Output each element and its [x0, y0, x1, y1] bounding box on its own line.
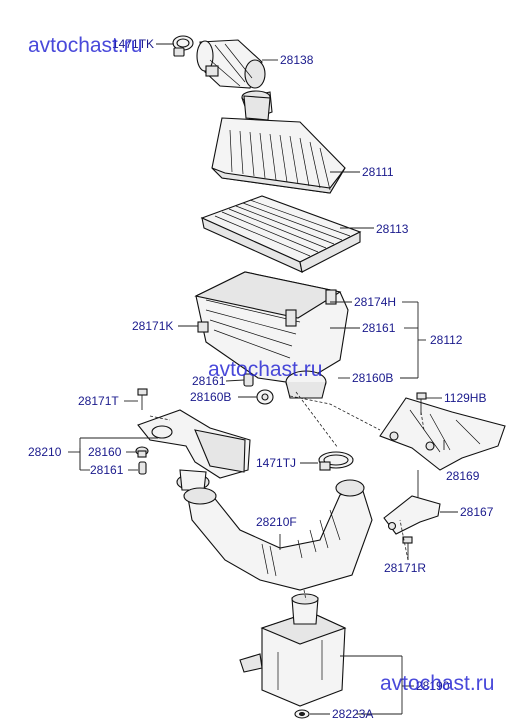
- air-duct-hose-28210f-drawing: [183, 479, 373, 591]
- label-28167: 28167: [460, 505, 494, 519]
- resonator-28190-drawing: [239, 593, 347, 707]
- label-28171r: 28171R: [384, 561, 426, 575]
- bushing-28160b-drawing: [256, 389, 274, 405]
- label-28171k: 28171K: [132, 319, 173, 333]
- label-28111: 28111: [362, 165, 394, 179]
- air-cleaner-cover-28111-drawing: [211, 95, 346, 194]
- label-1471tj: 1471TJ: [256, 456, 296, 470]
- air-cleaner-body-28112-drawing: [194, 271, 349, 399]
- label-28138: 28138: [280, 53, 314, 67]
- filter-element-28113-drawing: [200, 195, 362, 273]
- label-28190: 28190: [416, 679, 450, 693]
- grommet-28223a-drawing: [294, 709, 310, 719]
- grommet-28161-left-drawing: [138, 461, 147, 475]
- hose-clamp-1471tj-drawing: [318, 451, 354, 471]
- label-28210: 28210: [28, 445, 62, 459]
- label-28112: 28112: [430, 333, 463, 347]
- label-28161-left: 28161: [90, 463, 124, 477]
- air-flow-sensor-28138-drawing: [196, 39, 266, 89]
- watermark-bottom: avtochast.ru: [380, 672, 494, 695]
- watermarks: avtochast.ru avtochast.ru avtochast.ru: [28, 34, 494, 695]
- bolt-28171t-drawing: [137, 388, 148, 410]
- bracket-28169-drawing: [379, 397, 506, 471]
- label-28169: 28169: [446, 469, 480, 483]
- label-28160b-mid: 28160B: [190, 390, 231, 404]
- watermark-top: avtochast.ru: [28, 34, 142, 57]
- label-28174h: 28174H: [354, 295, 396, 309]
- hose-clamp-1471tk-drawing: [172, 35, 194, 57]
- label-28160b-body: 28160B: [352, 371, 393, 385]
- label-28161-body: 28161: [362, 321, 396, 335]
- resonator-28210-drawing: [137, 409, 251, 491]
- grommet-28160-drawing: [135, 446, 149, 458]
- label-1129hb: 1129HB: [444, 391, 486, 405]
- label-1471tk: 1471TK: [112, 37, 154, 51]
- part-number-labels: 1471TK 28138 28111 28113 28174H 28161 28…: [28, 37, 494, 721]
- label-28113: 28113: [376, 222, 409, 236]
- bolt-28171r-drawing: [402, 536, 413, 554]
- label-28171t: 28171T: [78, 394, 119, 408]
- dashed-assembly-lines: [149, 391, 425, 601]
- label-28160: 28160: [88, 445, 122, 459]
- label-28161-mid: 28161: [192, 374, 226, 388]
- watermark-middle: avtochast.ru: [208, 358, 322, 381]
- label-28223a: 28223A: [332, 707, 373, 721]
- bracket-28167-drawing: [383, 470, 441, 535]
- label-28210f: 28210F: [256, 515, 297, 529]
- leader-lines: [68, 43, 458, 715]
